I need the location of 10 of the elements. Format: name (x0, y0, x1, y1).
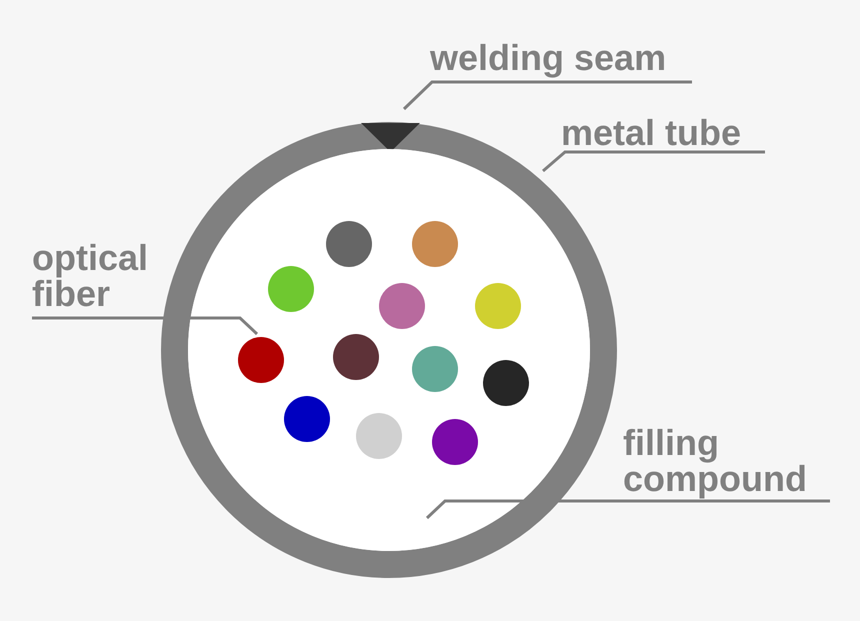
part-label: filling compound (623, 425, 838, 497)
welding-seam-triangle (361, 123, 420, 152)
leader-line (426, 500, 830, 520)
part-label: welding seam (430, 40, 700, 76)
leader-line (542, 150, 765, 172)
leader-line (32, 316, 258, 336)
optical-fiber-circle (238, 337, 284, 383)
part-label: metal tube (561, 115, 771, 151)
part-label: optical fiber (32, 240, 172, 312)
leader-line (402, 80, 692, 110)
